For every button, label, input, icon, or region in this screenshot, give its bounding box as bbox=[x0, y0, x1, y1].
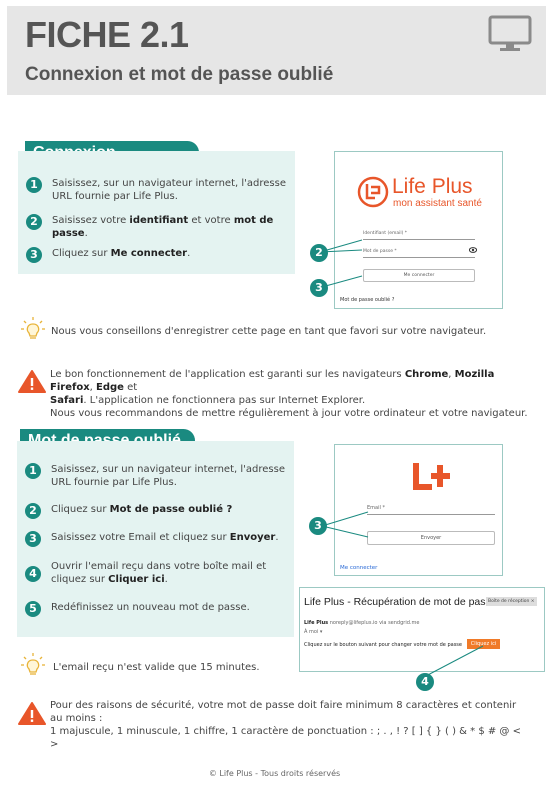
email-field-label: Email * bbox=[367, 505, 385, 511]
email-recipient: À moi ▾ bbox=[304, 629, 323, 635]
login-button[interactable]: Me connecter bbox=[363, 269, 475, 282]
step-text: Ouvrir l'email reçu dans votre boîte mai… bbox=[51, 561, 267, 585]
warning-icon bbox=[18, 702, 46, 725]
step-number: 1 bbox=[26, 177, 42, 193]
connexion-step-3: 3 Cliquez sur Me connecter. bbox=[26, 247, 286, 263]
monitor-icon bbox=[488, 15, 532, 51]
forgot-step-1: 1 Saisissez, sur un navigateur internet,… bbox=[25, 463, 287, 489]
email-screenshot: Life Plus - Récupération de mot de passe… bbox=[299, 587, 545, 672]
brand-tagline: mon assistant santé bbox=[393, 198, 482, 209]
connexion-step-1: 1 Saisissez, sur un navigateur internet,… bbox=[26, 177, 286, 203]
step-number: 2 bbox=[25, 503, 41, 519]
callout-2: 2 bbox=[310, 244, 328, 262]
login-link[interactable]: Me connecter bbox=[340, 565, 378, 571]
email-field[interactable] bbox=[367, 514, 495, 515]
email-subject: Life Plus - Récupération de mot de passe bbox=[304, 596, 497, 608]
connexion-step-2: 2 Saisissez votre identifiant et votre m… bbox=[26, 214, 296, 240]
lightbulb-icon bbox=[21, 653, 45, 675]
login-field[interactable] bbox=[363, 239, 475, 240]
eye-icon[interactable] bbox=[469, 247, 477, 253]
forgot-step-3: 3 Saisissez votre Email et cliquez sur E… bbox=[25, 531, 287, 547]
forgot-step-5: 5 Redéfinissez un nouveau mot de passe. bbox=[25, 601, 287, 617]
step-number: 2 bbox=[26, 214, 42, 230]
step-text: Saisissez, sur un navigateur internet, l… bbox=[52, 178, 286, 202]
step-number: 3 bbox=[26, 247, 42, 263]
page-subtitle: Connexion et mot de passe oublié bbox=[25, 64, 334, 85]
step-text: Saisissez votre identifiant et votre mot… bbox=[52, 215, 274, 239]
forgot-step-2: 2 Cliquez sur Mot de passe oublié ? bbox=[25, 503, 287, 519]
step-number: 1 bbox=[25, 463, 41, 479]
forgot-steps-box: 1 Saisissez, sur un navigateur internet,… bbox=[17, 441, 294, 637]
forgot-step-4: 4 Ouvrir l'email reçu dans votre boîte m… bbox=[25, 560, 287, 586]
footer-copyright: © Life Plus - Tous droits réservés bbox=[208, 769, 341, 778]
life-plus-logo-icon bbox=[357, 176, 389, 208]
callout-4: 4 bbox=[416, 673, 434, 691]
step-number: 4 bbox=[25, 566, 41, 582]
brand-name: Life Plus bbox=[392, 175, 473, 198]
password-field[interactable] bbox=[363, 257, 475, 258]
reset-link-button[interactable]: Cliquez ici bbox=[467, 639, 500, 649]
step-text: Cliquez sur Me connecter. bbox=[52, 248, 191, 259]
tip-favorite: Nous vous conseillons d'enregistrer cett… bbox=[51, 326, 487, 337]
login-field-label: Identifiant (email) * bbox=[363, 231, 408, 236]
forgot-callout-lines bbox=[321, 511, 369, 538]
lightbulb-icon bbox=[21, 317, 45, 339]
step-text: Cliquez sur Mot de passe oublié ? bbox=[51, 504, 233, 515]
callout-3-forgot: 3 bbox=[309, 517, 327, 535]
step-number: 3 bbox=[25, 531, 41, 547]
forgot-password-screenshot: Email * Envoyer Me connecter bbox=[334, 444, 503, 576]
tip-email-validity: L'email reçu n'est valide que 15 minutes… bbox=[53, 662, 260, 673]
email-body: Cliquez sur le bouton suivant pour chang… bbox=[304, 642, 462, 648]
warning-browsers: Le bon fonctionnement de l'application e… bbox=[50, 369, 528, 419]
step-text: Saisissez votre Email et cliquez sur Env… bbox=[51, 532, 279, 543]
connexion-steps-box: 1 Saisissez, sur un navigateur internet,… bbox=[18, 151, 295, 274]
page-title: FICHE 2.1 bbox=[25, 14, 189, 55]
inbox-badge[interactable]: Boîte de réception × bbox=[486, 597, 537, 606]
warning-password-rules: Pour des raisons de sécurité, votre mot … bbox=[50, 700, 521, 750]
step-number: 5 bbox=[25, 601, 41, 617]
email-sender: Life Plus noreply@lifeplus.io via sendgr… bbox=[304, 620, 420, 626]
life-plus-mark-icon bbox=[413, 463, 450, 490]
step-text: Saisissez, sur un navigateur internet, l… bbox=[51, 464, 285, 488]
login-screenshot: Life Plus mon assistant santé Identifian… bbox=[334, 151, 503, 309]
step-text: Redéfinissez un nouveau mot de passe. bbox=[51, 602, 250, 613]
header-banner bbox=[7, 6, 546, 95]
email-callout-line bbox=[423, 645, 484, 678]
forgot-password-link[interactable]: Mot de passe oublié ? bbox=[340, 297, 395, 303]
send-button[interactable]: Envoyer bbox=[367, 531, 495, 545]
password-field-label: Mot de passe * bbox=[363, 249, 397, 254]
warning-icon bbox=[18, 370, 46, 393]
callout-3: 3 bbox=[310, 279, 328, 297]
